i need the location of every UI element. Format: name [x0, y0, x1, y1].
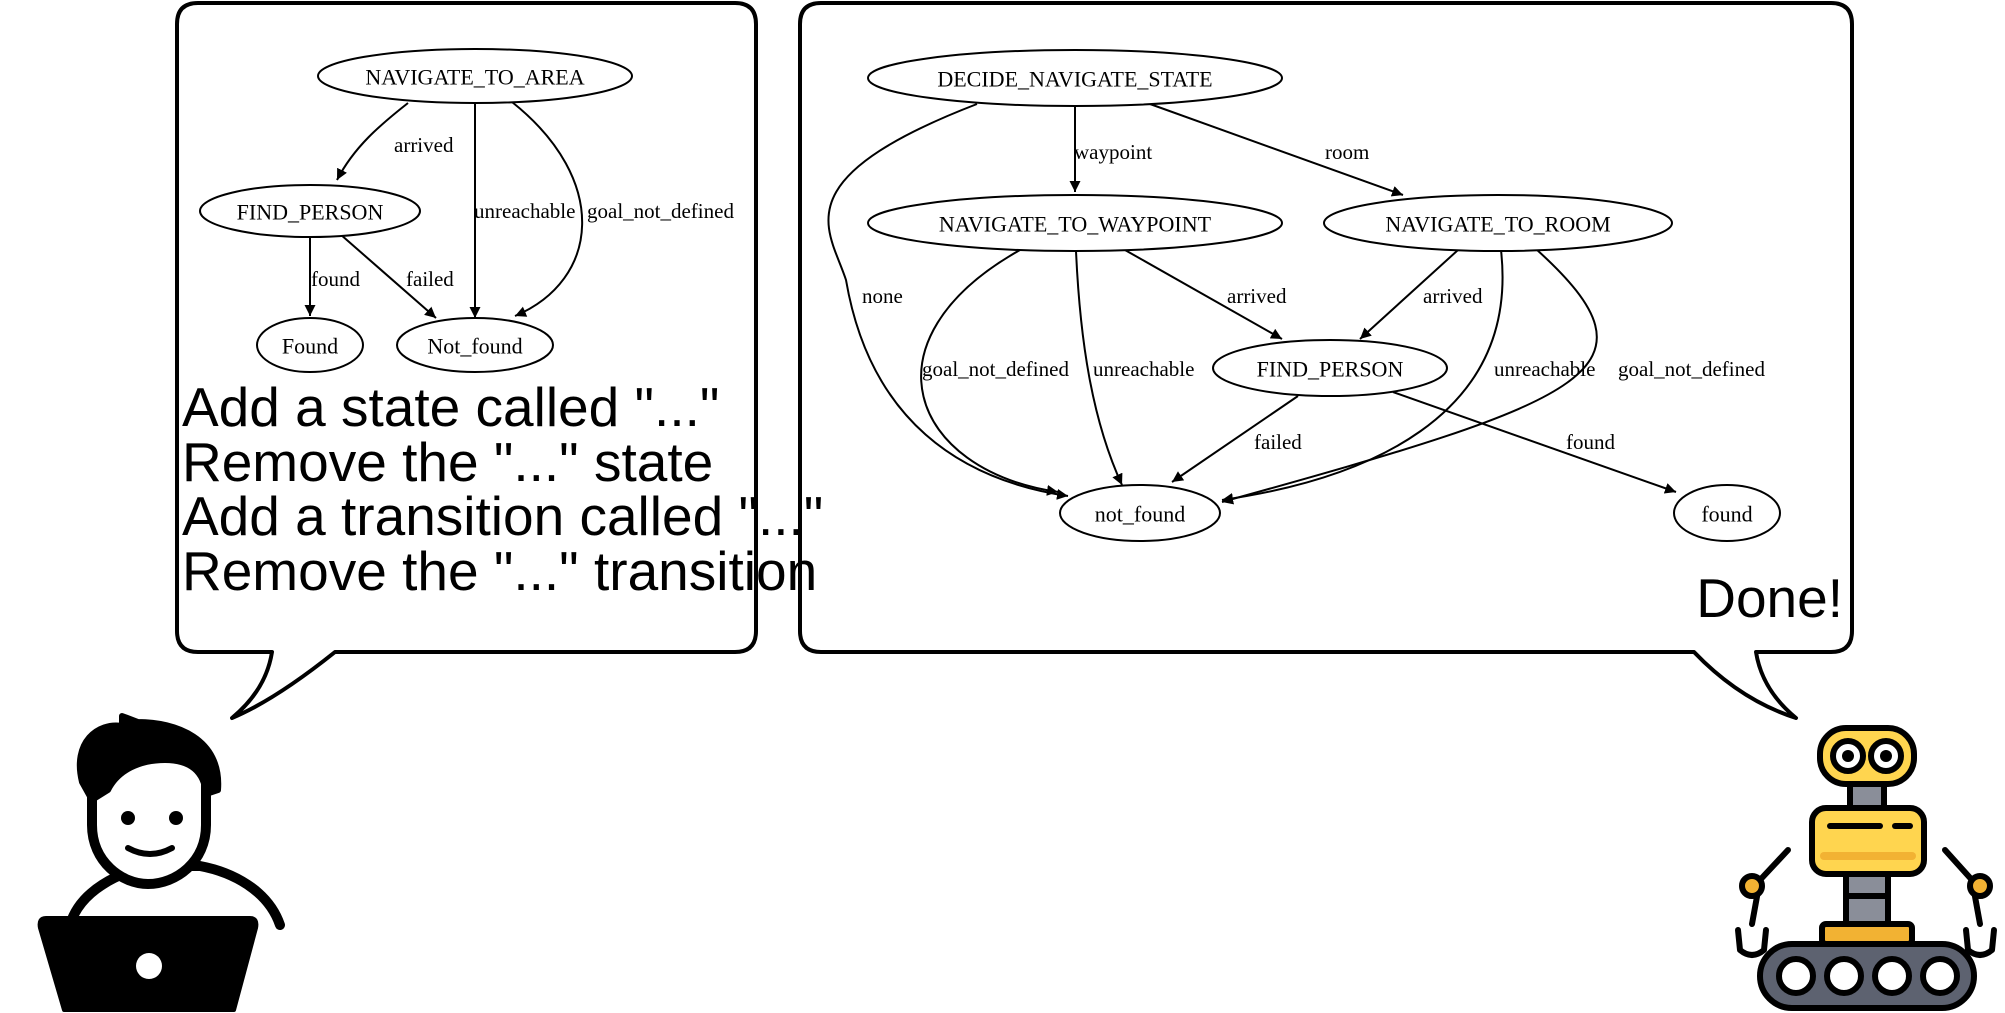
- before-state-graph: arrived unreachable goal_not_defined fou…: [199, 48, 734, 373]
- instruction-remove-state: Remove the "..." state: [182, 431, 713, 493]
- svg-text:not_found: not_found: [1095, 502, 1185, 527]
- svg-text:Found: Found: [282, 334, 338, 359]
- edge-goal-not-defined: [511, 101, 584, 317]
- edge-fp-failed: [1171, 395, 1299, 483]
- edge-label-goal-not-defined: goal_not_defined: [587, 199, 734, 223]
- node-navigate-to-waypoint: NAVIGATE_TO_WAYPOINT: [867, 194, 1283, 252]
- svg-text:NAVIGATE_TO_WAYPOINT: NAVIGATE_TO_WAYPOINT: [939, 212, 1212, 237]
- edge-label-room: room: [1325, 140, 1369, 164]
- svg-text:NAVIGATE_TO_AREA: NAVIGATE_TO_AREA: [365, 65, 584, 90]
- node-navigate-to-room: NAVIGATE_TO_ROOM: [1323, 194, 1673, 252]
- edge-label-fp-found: found: [1566, 430, 1615, 454]
- edge-label-wp-unreachable: unreachable: [1093, 357, 1194, 381]
- after-state-graph: waypoint room none arrived goal_not_defi…: [827, 49, 1781, 542]
- edge-room: [1149, 103, 1404, 197]
- edge-label-found: found: [311, 267, 360, 291]
- edge-label-arrived: arrived: [394, 133, 454, 157]
- user-with-laptop-icon: [37, 713, 285, 1012]
- node-decide-navigate-state: DECIDE_NAVIGATE_STATE: [867, 49, 1283, 107]
- edge-label-room-arrived: arrived: [1423, 284, 1483, 308]
- edge-label-waypoint: waypoint: [1074, 140, 1152, 164]
- edge-none: [827, 103, 1069, 500]
- instruction-add-state: Add a state called "...": [182, 376, 719, 438]
- node-navigate-to-area: NAVIGATE_TO_AREA: [317, 48, 633, 104]
- edge-label-failed: failed: [406, 267, 454, 291]
- edge-wp-arrived: [1124, 249, 1283, 340]
- edge-label-wp-goal-not-defined: goal_not_defined: [922, 357, 1069, 381]
- edge-label-none: none: [862, 284, 903, 308]
- edge-label-unreachable: unreachable: [474, 199, 575, 223]
- node-find-person: FIND_PERSON: [199, 184, 421, 238]
- robot-icon: [1735, 725, 1997, 1011]
- edge-fp-found: [1392, 391, 1677, 494]
- svg-text:FIND_PERSON: FIND_PERSON: [237, 200, 384, 225]
- svg-text:found: found: [1701, 502, 1752, 527]
- edge-label-fp-failed: failed: [1254, 430, 1302, 454]
- robot-reply-text: Done!: [1696, 567, 1843, 629]
- edge-label-room-goal-not-defined: goal_not_defined: [1618, 357, 1765, 381]
- node-found: Found: [256, 317, 364, 373]
- edge-room-goal-not-defined: [1221, 248, 1598, 505]
- edge-arrived: [336, 102, 409, 181]
- edge-room-arrived: [1359, 249, 1459, 340]
- svg-text:NAVIGATE_TO_ROOM: NAVIGATE_TO_ROOM: [1385, 212, 1610, 237]
- edge-wp-goal-not-defined: [920, 249, 1059, 496]
- node-find-person: FIND_PERSON: [1212, 339, 1448, 397]
- svg-text:Not_found: Not_found: [427, 334, 522, 359]
- edge-label-room-unreachable: unreachable: [1494, 357, 1595, 381]
- instruction-add-transition: Add a transition called "...": [182, 485, 823, 547]
- svg-text:FIND_PERSON: FIND_PERSON: [1257, 357, 1404, 382]
- edge-wp-unreachable: [1075, 250, 1123, 486]
- instruction-list: Add a state called "..." Remove the "...…: [182, 376, 823, 602]
- node-found: found: [1673, 484, 1781, 542]
- edge-room-unreachable: [1221, 249, 1504, 504]
- node-not-found: not_found: [1059, 484, 1221, 542]
- node-not-found: Not_found: [396, 317, 554, 373]
- instruction-remove-transition: Remove the "..." transition: [182, 540, 817, 602]
- edge-label-wp-arrived: arrived: [1227, 284, 1287, 308]
- svg-text:DECIDE_NAVIGATE_STATE: DECIDE_NAVIGATE_STATE: [937, 67, 1212, 92]
- edge-failed: [339, 233, 437, 319]
